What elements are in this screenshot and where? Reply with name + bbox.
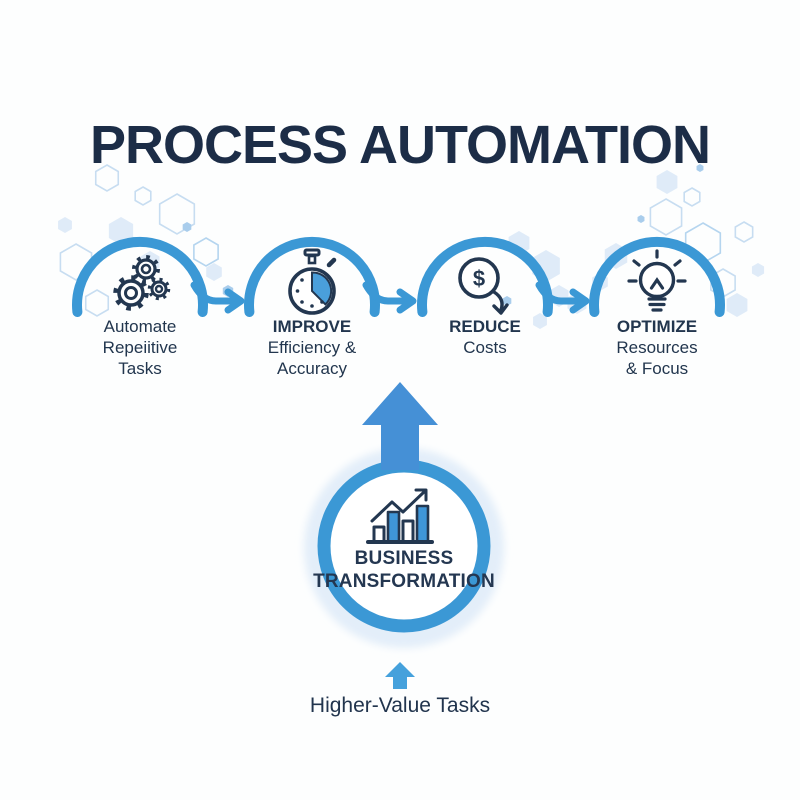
arc-step-1 [72,236,208,317]
arrow-right-icon [190,281,245,314]
lightbulb-icon [627,249,687,312]
arrow-right-icon [362,281,417,314]
arc-step-2 [244,236,380,317]
center-label-business: BUSINESS [354,548,454,569]
step-line: IMPROVE [272,317,352,336]
step-arcs [72,236,725,317]
step-line: Repeiitive [102,338,178,357]
step-label-improve: IMPROVE Efficiency & Accuracy [227,316,397,379]
arrow-right-icon [535,281,590,314]
big-up-arrow-icon [362,382,438,470]
step-line: OPTIMIZE [616,317,698,336]
transformation-circle [317,459,491,633]
page-title: PROCESS AUTOMATION [89,115,711,176]
step-line: Automate [103,317,177,336]
step-line: Tasks [118,359,162,378]
dollar-symbol: $ [473,266,485,291]
step-label-automate: Automate Repeiitive Tasks [55,316,225,379]
gears-icon [113,255,171,311]
small-up-arrow-icon [385,662,415,689]
higher-value-tasks-label: Higher-Value Tasks [309,694,491,717]
growth-bar-chart-icon [366,488,434,544]
step-line: REDUCE [449,317,521,336]
arc-step-3 [417,236,553,317]
step-label-optimize: OPTIMIZE Resources & Focus [572,316,742,379]
stopwatch-icon [288,248,337,315]
step-label-reduce: REDUCE Costs [400,316,570,358]
step-line: & Focus [625,359,689,378]
arc-step-4 [589,236,725,317]
step-line: Accuracy [277,359,347,378]
step-line: Resources [616,338,698,357]
center-label-transformation: TRANSFORMATION [313,571,495,592]
step-line: Efficiency & [267,338,357,357]
step-line: Costs [463,338,507,357]
dollar-decrease-icon: $ [458,257,509,315]
